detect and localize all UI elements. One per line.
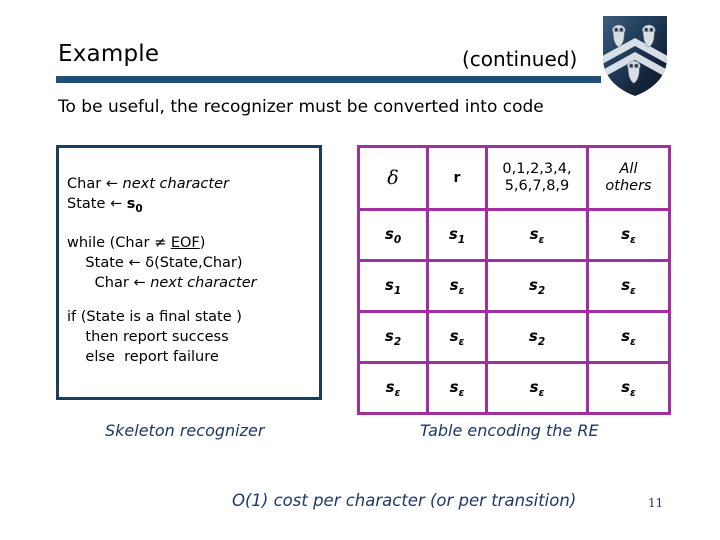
table-header-r: r [426, 145, 488, 211]
page-number: 11 [648, 496, 664, 510]
table-header-others: All others [586, 145, 671, 211]
code-line-state-s0: State ← s0 [67, 196, 143, 215]
code-block-init: Char ← next character State ← s0 [67, 174, 315, 219]
page-title: Example [58, 41, 160, 67]
table-cell-digits: sε [485, 208, 589, 262]
code-line-then: then report success [67, 328, 229, 345]
table-header-delta: δ [357, 145, 429, 211]
table-cell-others: sε [586, 259, 671, 313]
pseudocode-body: Char ← next character State ← s0 while (… [67, 174, 315, 367]
table-header-row: δ r 0,1,2,3,4, 5,6,7,8,9 All others [357, 145, 671, 211]
table-cell-state: sε [357, 361, 429, 415]
table-cell-others: sε [586, 361, 671, 415]
code-line-else: else report failure [67, 348, 219, 365]
title-underline-rule [56, 76, 601, 83]
table-row: sε sε sε sε [357, 361, 671, 415]
caption-skeleton-recognizer: Skeleton recognizer [105, 421, 265, 440]
table-header-digits: 0,1,2,3,4, 5,6,7,8,9 [485, 145, 589, 211]
table-cell-r: s1 [426, 208, 488, 262]
table-cell-digits: s2 [485, 259, 589, 313]
table-cell-digits: sε [485, 361, 589, 415]
table-row: s0 s1 sε sε [357, 208, 671, 262]
table-cell-r: sε [426, 361, 488, 415]
transition-table: δ r 0,1,2,3,4, 5,6,7,8,9 All others s0 s… [357, 145, 671, 415]
code-line-while: while (Char ≠ EOF) [67, 234, 206, 251]
table-cell-r: sε [426, 310, 488, 364]
table-cell-r: sε [426, 259, 488, 313]
table-cell-state: s1 [357, 259, 429, 313]
code-line-state-delta: State ← δ(State,Char) [67, 254, 243, 271]
table-row: s2 sε s2 sε [357, 310, 671, 364]
caption-table-encoding: Table encoding the RE [420, 421, 599, 440]
table-row: s1 sε s2 sε [357, 259, 671, 313]
code-line-if: if (State is a final state ) [67, 308, 242, 325]
transition-table-body: δ r 0,1,2,3,4, 5,6,7,8,9 All others s0 s… [357, 145, 671, 415]
table-cell-others: sε [586, 310, 671, 364]
table-cell-state: s2 [357, 310, 429, 364]
subtitle-text: To be useful, the recognizer must be con… [58, 97, 544, 117]
title-continued-label: (continued) [462, 47, 578, 71]
code-line-char-next-2: Char ← next character [67, 274, 257, 291]
code-line-char-next: Char ← next character [67, 176, 229, 192]
table-cell-state: s0 [357, 208, 429, 262]
table-cell-others: sε [586, 208, 671, 262]
code-block-while: while (Char ≠ EOF) State ← δ(State,Char)… [67, 233, 315, 293]
skeleton-recognizer-codebox: Char ← next character State ← s0 while (… [56, 145, 322, 400]
footer-complexity-note: O(1) cost per character (or per transiti… [232, 491, 577, 510]
code-block-if: if (State is a final state ) then report… [67, 307, 315, 367]
rice-university-shield-icon [601, 14, 669, 98]
table-cell-digits: s2 [485, 310, 589, 364]
transition-table-wrap: δ r 0,1,2,3,4, 5,6,7,8,9 All others s0 s… [357, 145, 671, 415]
